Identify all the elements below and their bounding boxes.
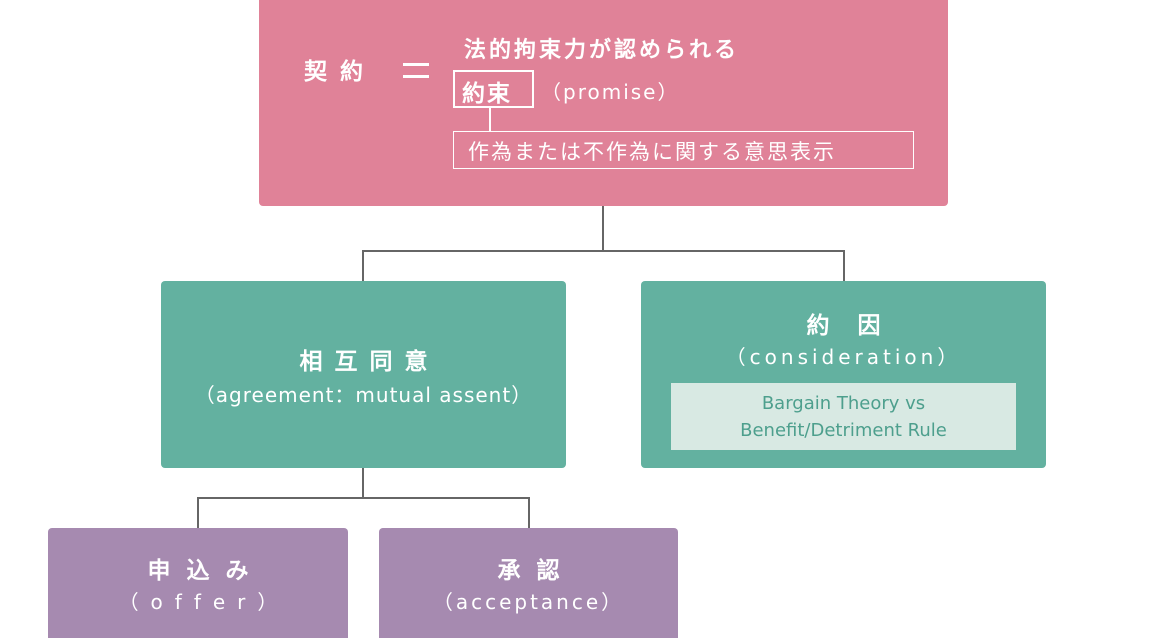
declaration-frame <box>453 131 914 169</box>
connector-to-offer <box>197 497 199 528</box>
equals-symbol <box>403 63 429 78</box>
connector-assent-branch <box>197 497 530 499</box>
legal-binding-text: 法的拘束力が認められる <box>464 38 740 63</box>
offer-box <box>48 528 348 638</box>
promise-connector <box>489 108 491 131</box>
promise-jp: 約束 <box>462 81 512 107</box>
connector-to-consideration <box>843 250 845 281</box>
acceptance-title: 承認 <box>497 558 576 584</box>
mutual-assent-subtitle: （agreement：mutual assent） <box>194 383 533 407</box>
theory-line-1: Bargain Theory vs <box>761 393 926 414</box>
promise-en: （promise） <box>541 80 680 104</box>
consideration-title: 約因 <box>806 313 909 339</box>
mutual-assent-box <box>161 281 566 468</box>
acceptance-box <box>379 528 678 638</box>
declaration-text: 作為または不作為に関する意思表示 <box>468 140 836 164</box>
theory-panel <box>671 383 1016 450</box>
theory-line-2: Benefit/Detriment Rule <box>740 420 947 441</box>
connector-contract-down <box>602 206 604 251</box>
offer-subtitle: （offer） <box>118 590 290 614</box>
promise-frame <box>453 70 534 108</box>
consideration-subtitle: （consideration） <box>725 345 962 369</box>
contract-box <box>259 0 948 206</box>
acceptance-subtitle: （acceptance） <box>432 590 625 614</box>
offer-title: 申込み <box>147 558 265 584</box>
contract-term: 契約 <box>304 59 376 85</box>
connector-to-assent <box>362 250 364 281</box>
connector-assent-down <box>362 468 364 498</box>
mutual-assent-title: 相互同意 <box>299 349 440 375</box>
connector-contract-branch <box>362 250 845 252</box>
connector-to-acceptance <box>528 497 530 528</box>
